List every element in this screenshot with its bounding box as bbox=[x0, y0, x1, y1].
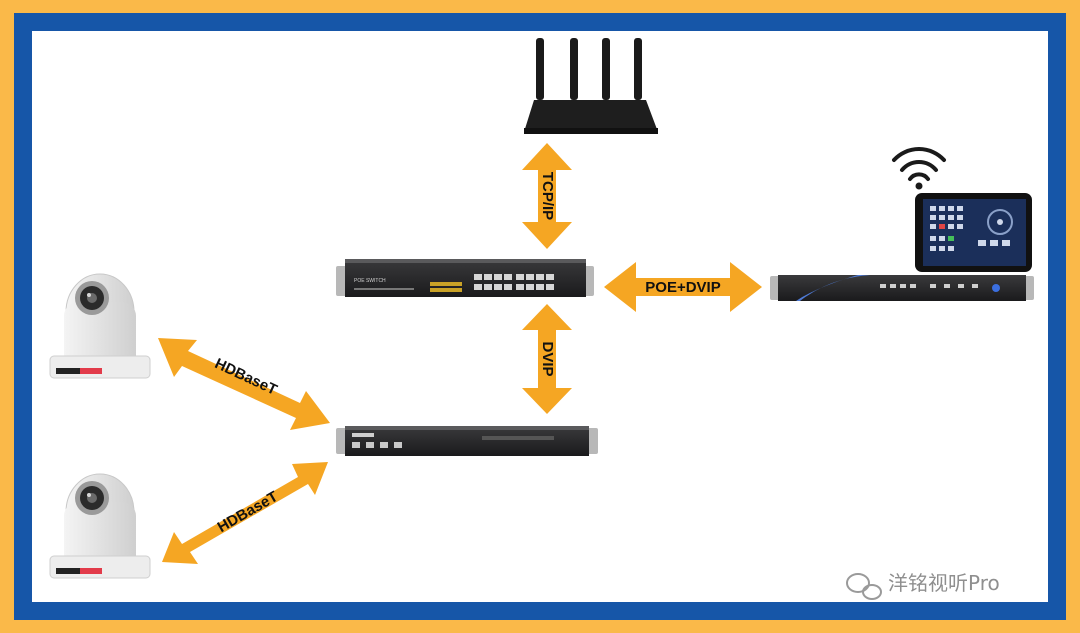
tablet-icon bbox=[915, 193, 1032, 272]
arrow-switch-extender bbox=[522, 304, 572, 414]
label-dvip: DVIP bbox=[539, 341, 556, 376]
watermark-text: 洋铭视听Pro bbox=[888, 571, 1000, 595]
camera-bottom bbox=[49, 473, 151, 579]
label-tcp-ip: TCP/IP bbox=[539, 172, 556, 220]
arrow-camera-top-extender bbox=[158, 338, 330, 430]
camera-top bbox=[49, 273, 151, 379]
controller-icon bbox=[770, 275, 1034, 301]
extender-icon bbox=[336, 426, 598, 456]
label-poe-dvip: POE+DVIP bbox=[645, 279, 720, 296]
router-icon bbox=[524, 38, 658, 134]
switch-model-label: POE SWITCH bbox=[354, 278, 386, 284]
switch-icon: POE SWITCH bbox=[336, 259, 594, 297]
arrow-router-switch bbox=[522, 143, 572, 249]
arrow-switch-controller bbox=[604, 262, 762, 312]
arrow-camera-bottom-extender bbox=[162, 462, 328, 564]
label-hdbaset-bottom: HDBaseT bbox=[215, 488, 281, 536]
wifi-icon bbox=[892, 147, 946, 190]
wechat-icon bbox=[846, 573, 882, 600]
